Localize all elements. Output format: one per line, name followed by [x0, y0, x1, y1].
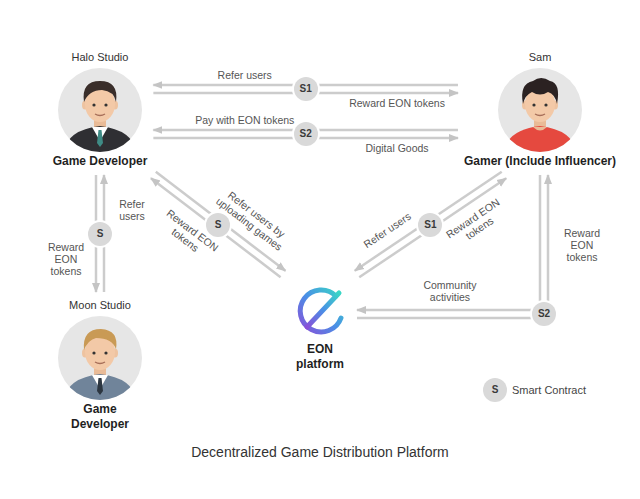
- node-heading: Moon Studio: [54, 298, 146, 312]
- flow-label: Reward EON tokens: [349, 97, 445, 109]
- platform-logo: [292, 284, 348, 340]
- legend-text: Smart Contract: [512, 383, 586, 397]
- flow-label: Reward EON tokens: [556, 227, 608, 263]
- flow-arrow: [357, 175, 548, 318]
- person-avatar: [498, 68, 582, 152]
- smart-contract-badge: S1: [418, 213, 442, 237]
- person-avatar: [58, 316, 142, 400]
- icon-use: [498, 68, 582, 152]
- flow-label: Digital Goods: [366, 142, 429, 154]
- flow-label: Pay with EON tokens: [195, 114, 294, 126]
- developer-node: Halo StudioGame Developer: [53, 50, 148, 169]
- smart-contract-badge: S1: [294, 77, 318, 101]
- gamer-node: SamGamer (Include Influencer): [464, 50, 616, 169]
- smart-contract-badge: S2: [532, 302, 556, 326]
- person-avatar: [58, 68, 142, 152]
- flow-label: Reward EON tokens: [43, 241, 89, 277]
- flow-label: Refer users: [361, 210, 413, 250]
- flow-label: Community activities: [410, 279, 490, 303]
- flow-label: Refer users: [112, 198, 152, 222]
- flow-label: Refer users: [218, 69, 272, 81]
- platform-node: EON platform: [289, 280, 351, 372]
- icon-use: [58, 316, 142, 400]
- icon-use: [300, 290, 341, 332]
- node-heading: Halo Studio: [53, 50, 148, 64]
- node-label: Game Developer: [54, 402, 146, 432]
- smart-contract-badge: S2: [294, 122, 318, 146]
- icon-use: [58, 68, 142, 152]
- smart-contract-badge: S: [483, 378, 507, 402]
- developer-node: Moon StudioGame Developer: [54, 298, 146, 432]
- node-label: Gamer (Include Influencer): [464, 154, 616, 169]
- smart-contract-badge: S: [206, 213, 230, 237]
- flow-arrow: [357, 175, 540, 310]
- smart-contract-badge: S: [88, 222, 112, 246]
- node-label: Game Developer: [53, 154, 148, 169]
- diagram-caption: Decentralized Game Distribution Platform: [0, 443, 640, 461]
- node-label: EON platform: [289, 342, 351, 372]
- node-heading: Sam: [464, 50, 616, 64]
